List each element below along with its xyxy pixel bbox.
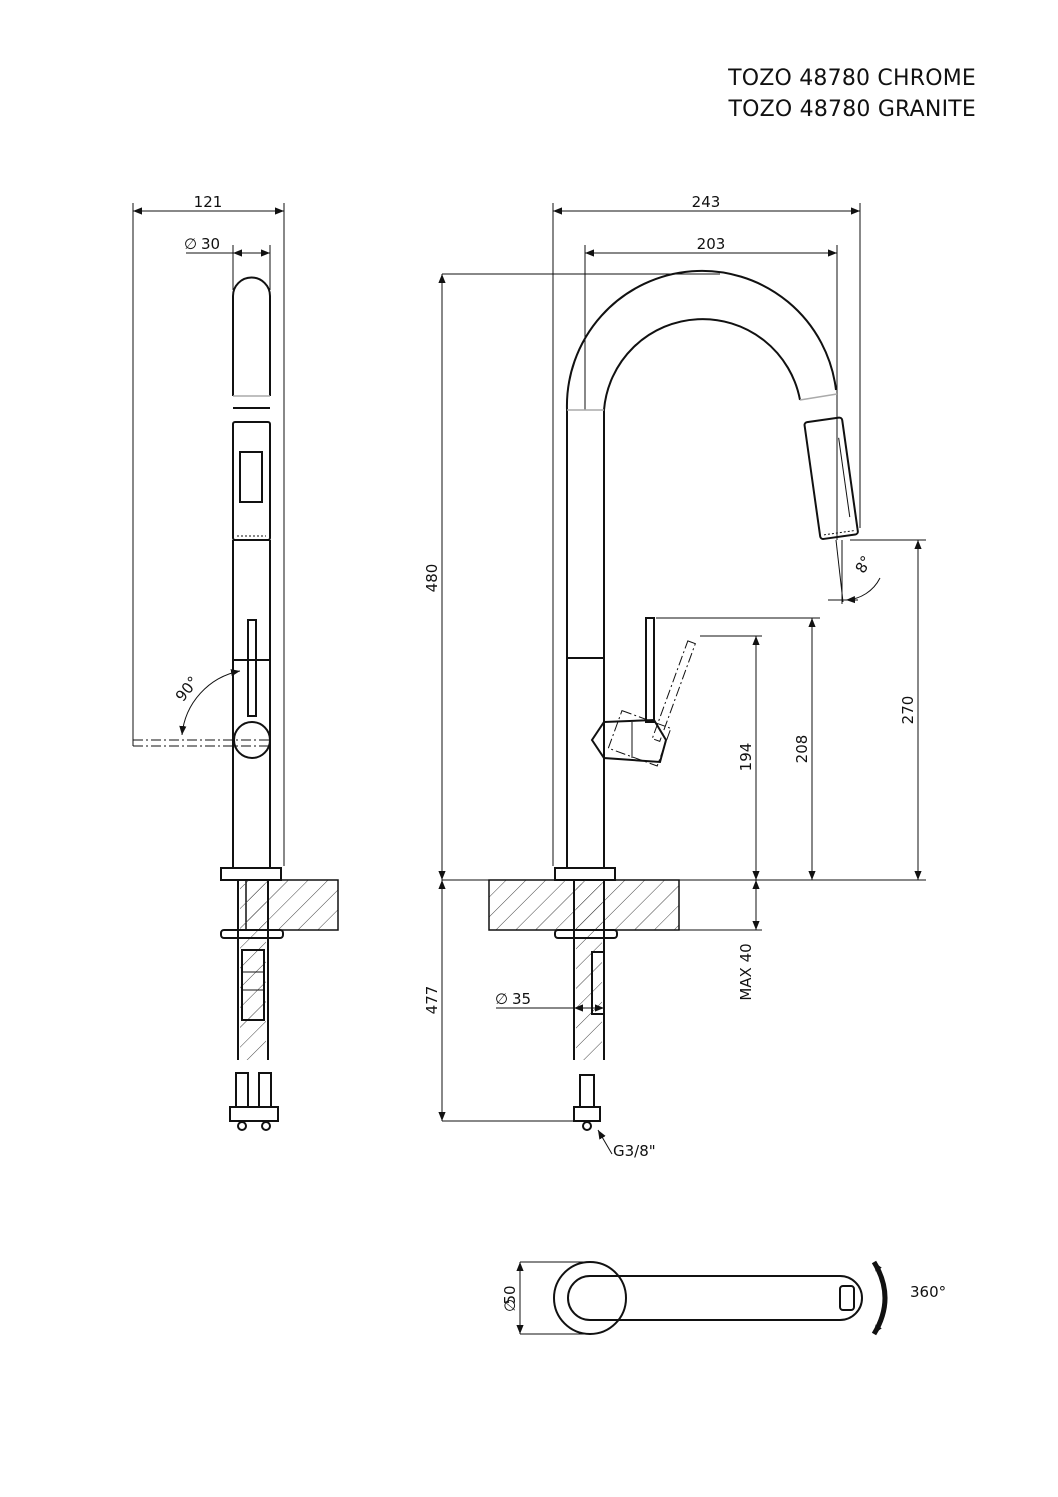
front-lever	[247, 619, 257, 717]
front-angle-label: 90°	[172, 673, 203, 705]
side-max-label: MAX 40	[737, 943, 755, 1000]
side-hole-diameter-label: 35	[512, 990, 531, 1008]
front-base-flange	[220, 867, 282, 881]
side-height-label: 480	[423, 564, 441, 593]
front-shank	[241, 949, 265, 1021]
top-diameter-symbol: ∅	[501, 1299, 519, 1312]
side-lever-height-label: 194	[737, 743, 755, 772]
front-connector-base	[229, 1106, 279, 1122]
top-base-outer	[553, 1261, 627, 1335]
front-angle-arc	[179, 669, 241, 736]
top-rotation-label: 360°	[910, 1283, 946, 1301]
side-connector	[579, 1074, 595, 1108]
front-spray-body	[232, 421, 271, 541]
model-title-granite: TOZO 48780 GRANITE	[728, 97, 976, 122]
side-hole-diameter-symbol: ∅	[495, 990, 508, 1008]
side-connection-label: G3/8"	[613, 1142, 656, 1160]
side-spout-height-label: 270	[899, 696, 917, 725]
front-mounting-nut	[220, 929, 284, 939]
side-spout-inner	[603, 318, 801, 868]
side-connector-base	[573, 1106, 601, 1122]
front-view: 121 ∅ 30 90°	[132, 193, 339, 1131]
top-spout-outline	[567, 1275, 863, 1321]
side-view: 243 203 480 8°	[423, 193, 926, 1160]
side-spray-head	[803, 416, 859, 540]
front-connector-left	[235, 1072, 249, 1108]
top-diameter-label: 50	[501, 1285, 519, 1304]
front-spray-head	[232, 276, 271, 396]
side-mounting-nut	[554, 929, 618, 939]
front-diameter-symbol: ∅	[184, 235, 197, 253]
side-shank-fitting	[591, 951, 605, 1015]
side-spray-angle-label: 8°	[852, 553, 876, 577]
front-spray-button	[239, 451, 263, 503]
top-rotation-arrow	[871, 1260, 888, 1336]
side-overall-width-label: 243	[692, 193, 721, 211]
front-lever-knob	[233, 721, 271, 759]
side-reach-label: 203	[697, 235, 726, 253]
side-lever-body	[590, 718, 668, 764]
front-width-label: 121	[194, 193, 223, 211]
side-lever-top-label: 208	[793, 735, 811, 764]
front-connector-right	[258, 1072, 272, 1108]
side-below-label: 477	[423, 986, 441, 1015]
side-lever	[645, 617, 655, 723]
model-title-chrome: TOZO 48780 CHROME	[728, 66, 976, 91]
top-view: ∅ 50 360°	[501, 1260, 946, 1336]
side-base-flange	[554, 867, 616, 881]
front-diameter-label: 30	[201, 235, 220, 253]
side-spout-outer	[565, 269, 837, 868]
top-spray-button	[839, 1285, 855, 1311]
